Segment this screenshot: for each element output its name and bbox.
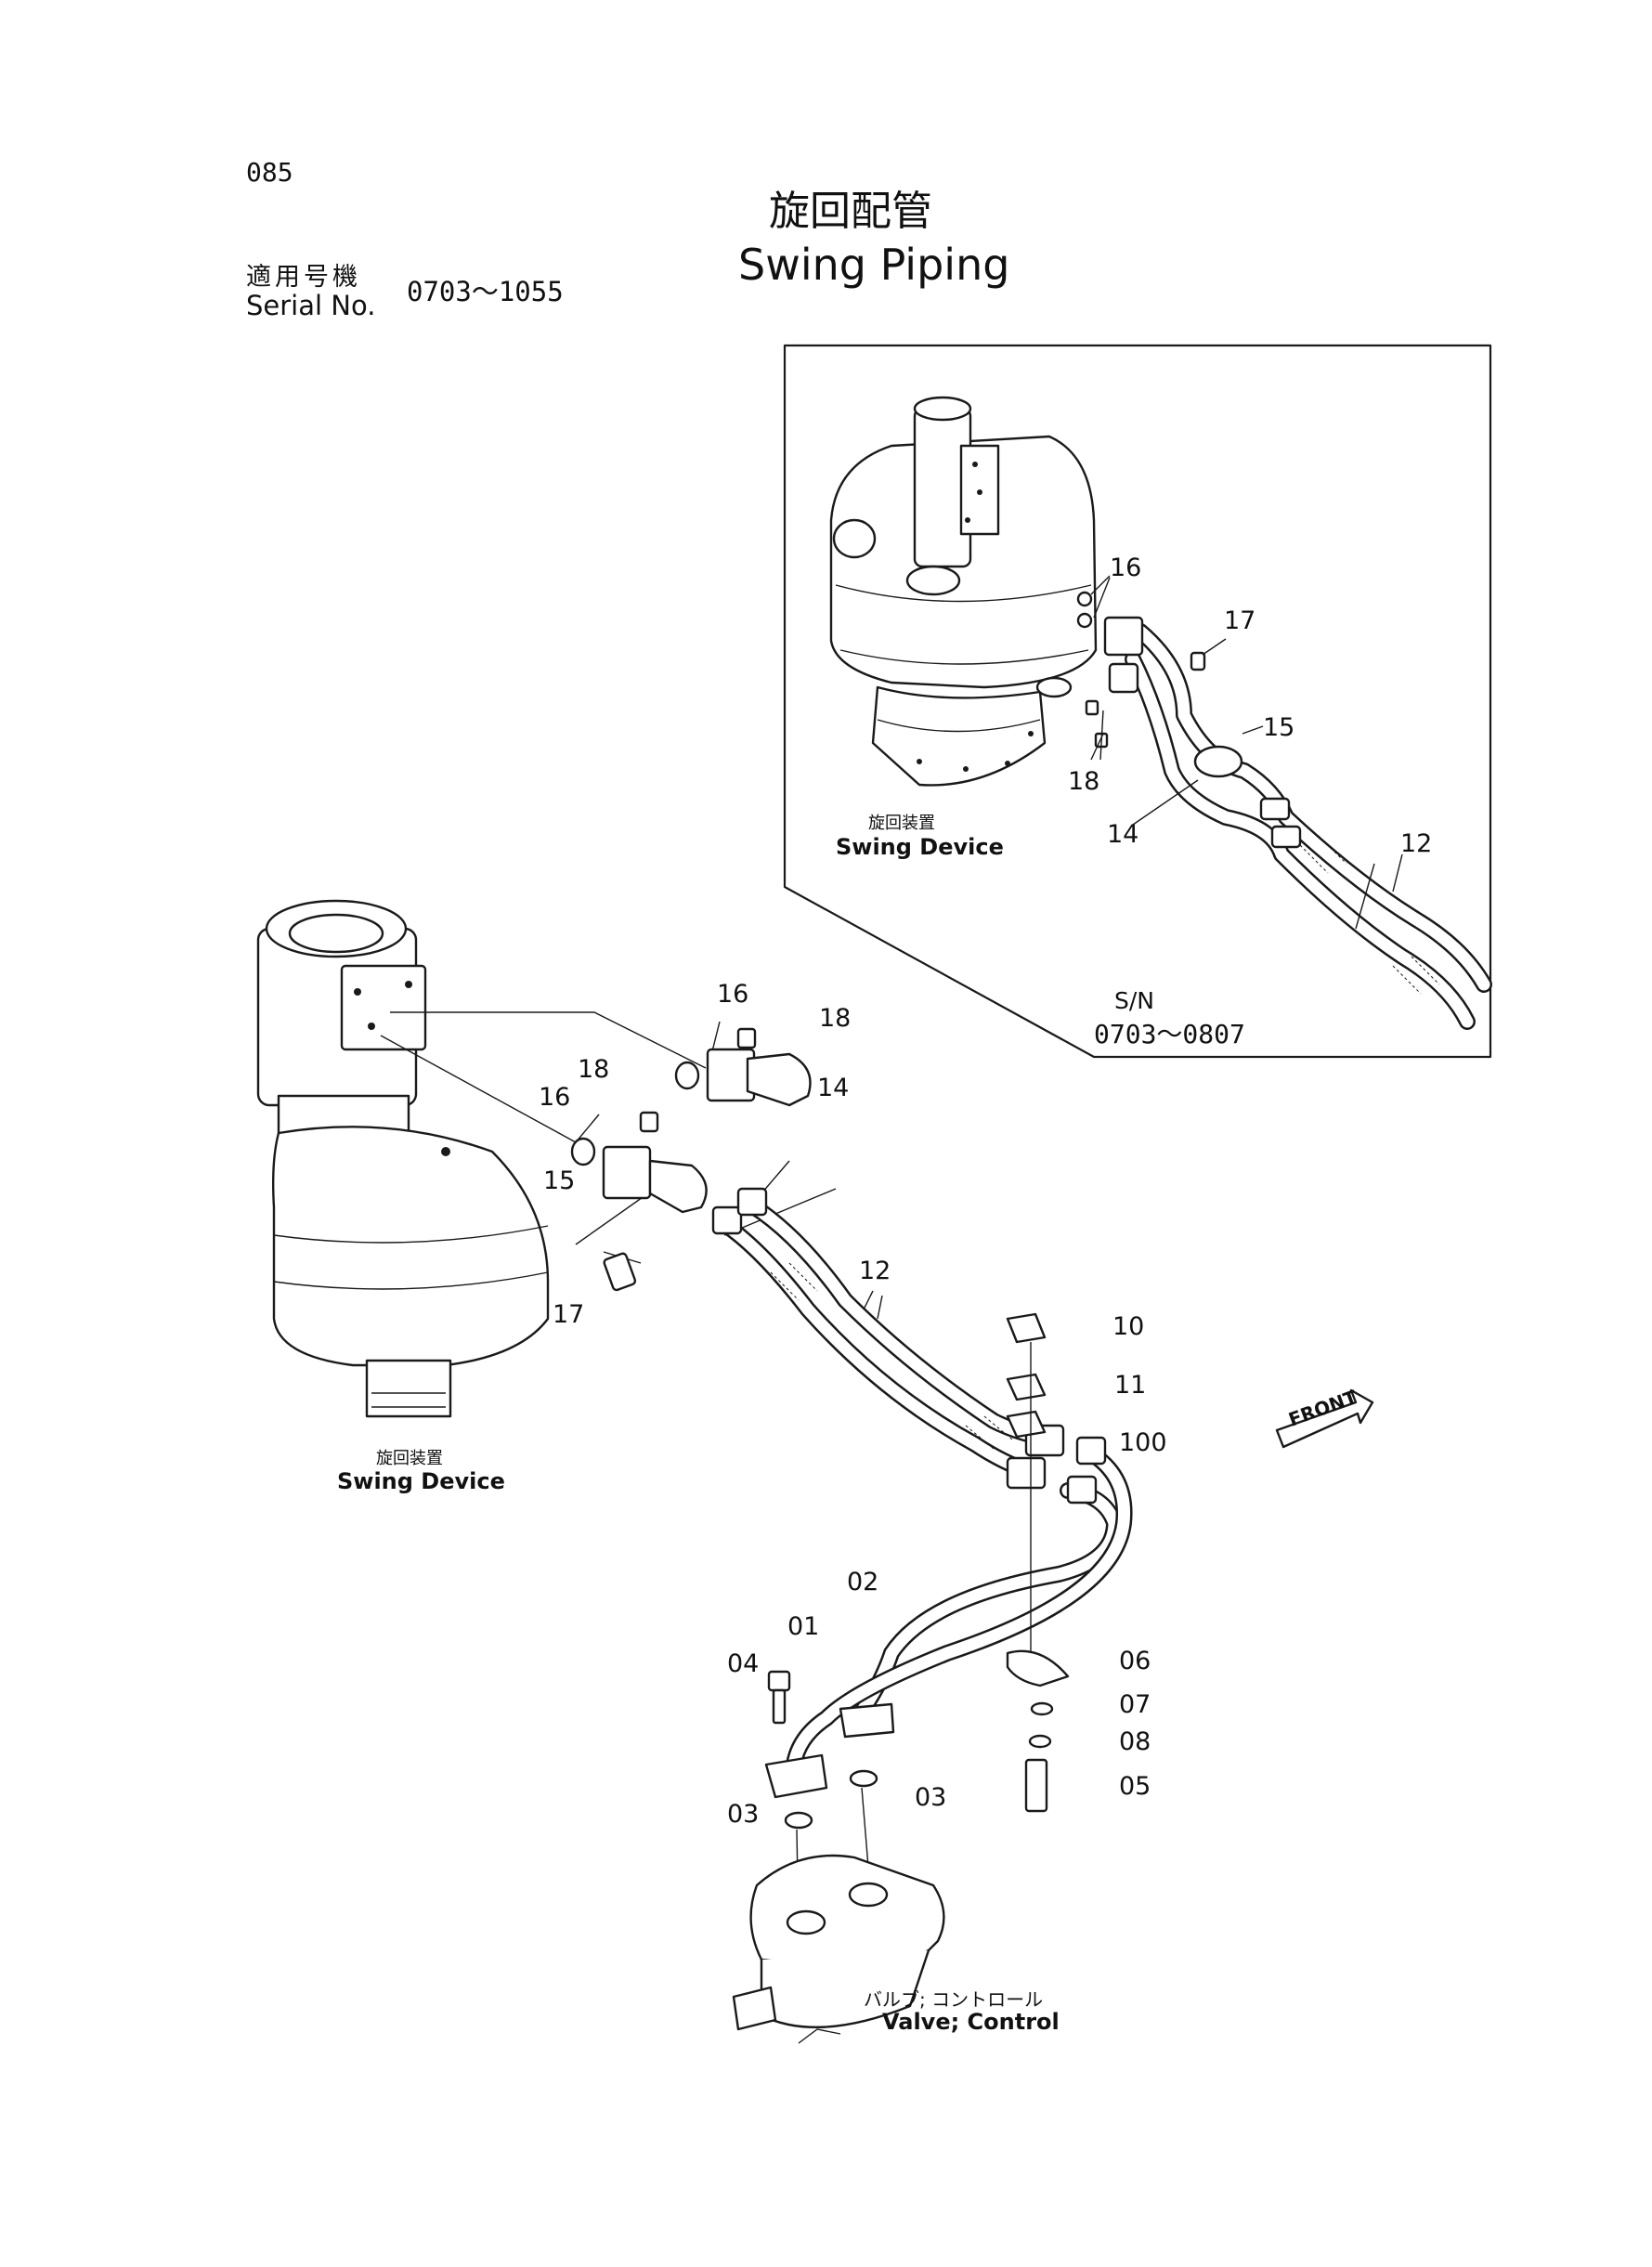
callout-02: 02 (847, 1568, 879, 1596)
callout-10: 10 (1112, 1312, 1145, 1341)
callout-16b: 16 (539, 1083, 571, 1112)
main-hoses (711, 1187, 1065, 1490)
serial-value: 0703～1055 (407, 276, 564, 307)
callout-17: 17 (553, 1300, 585, 1329)
inset-device-label-jp: 旋回装置 (868, 814, 935, 833)
inset-device-label-en: Swing Device (836, 834, 1004, 860)
control-valve (732, 1854, 945, 2044)
o-ring-16a (674, 1061, 700, 1090)
valve-label-en: Valve; Control (882, 2009, 1060, 2035)
serial-label-en: Serial No. (246, 290, 376, 321)
callout-03a: 03 (915, 1783, 947, 1812)
main-swing-device (256, 899, 550, 1418)
page-title-en: Swing Piping (738, 240, 1010, 290)
main-pipes (764, 1436, 1133, 1799)
callout-inset-16: 16 (1110, 554, 1142, 582)
callout-05: 05 (1119, 1772, 1151, 1801)
callout-11: 11 (1114, 1371, 1147, 1400)
callout-08: 08 (1119, 1727, 1151, 1756)
main-fittings (602, 1027, 812, 1292)
clamp-parts (767, 1312, 1070, 1933)
main-device-label-jp: 旋回装置 (376, 1449, 443, 1468)
serial-label-jp: 適用号機 (246, 263, 361, 292)
callout-16a: 16 (717, 980, 749, 1009)
callout-15: 15 (543, 1166, 576, 1195)
callout-06: 06 (1119, 1647, 1151, 1675)
inset-sn-label: S/N (1114, 987, 1154, 1014)
callout-inset-15: 15 (1263, 713, 1295, 742)
valve-label-jp: バルブ; コントロール (864, 1988, 1044, 2011)
inset-swing-device (829, 396, 1098, 787)
callout-inset-12: 12 (1400, 829, 1433, 858)
callout-12: 12 (859, 1257, 891, 1285)
inset-frame (783, 344, 1492, 1059)
callout-01: 01 (787, 1612, 820, 1641)
callout-100: 100 (1119, 1428, 1167, 1457)
page-number: 085 (246, 157, 293, 188)
inset-sn-value: 0703～0807 (1094, 1019, 1245, 1049)
callout-14: 14 (817, 1074, 850, 1102)
callout-inset-17: 17 (1224, 606, 1256, 635)
callout-inset-18: 18 (1068, 767, 1100, 796)
main-device-label-en: Swing Device (337, 1468, 505, 1494)
inset-hoses (1076, 575, 1492, 1030)
callout-18a: 18 (819, 1004, 852, 1033)
callout-inset-14: 14 (1107, 820, 1139, 849)
o-ring-16b (570, 1137, 596, 1166)
callout-18b: 18 (578, 1055, 610, 1084)
callout-07: 07 (1119, 1690, 1151, 1719)
callout-04: 04 (727, 1649, 760, 1678)
page-title-jp: 旋回配管 (769, 188, 932, 235)
front-arrow (1275, 1388, 1374, 1449)
callout-03b: 03 (727, 1800, 760, 1829)
